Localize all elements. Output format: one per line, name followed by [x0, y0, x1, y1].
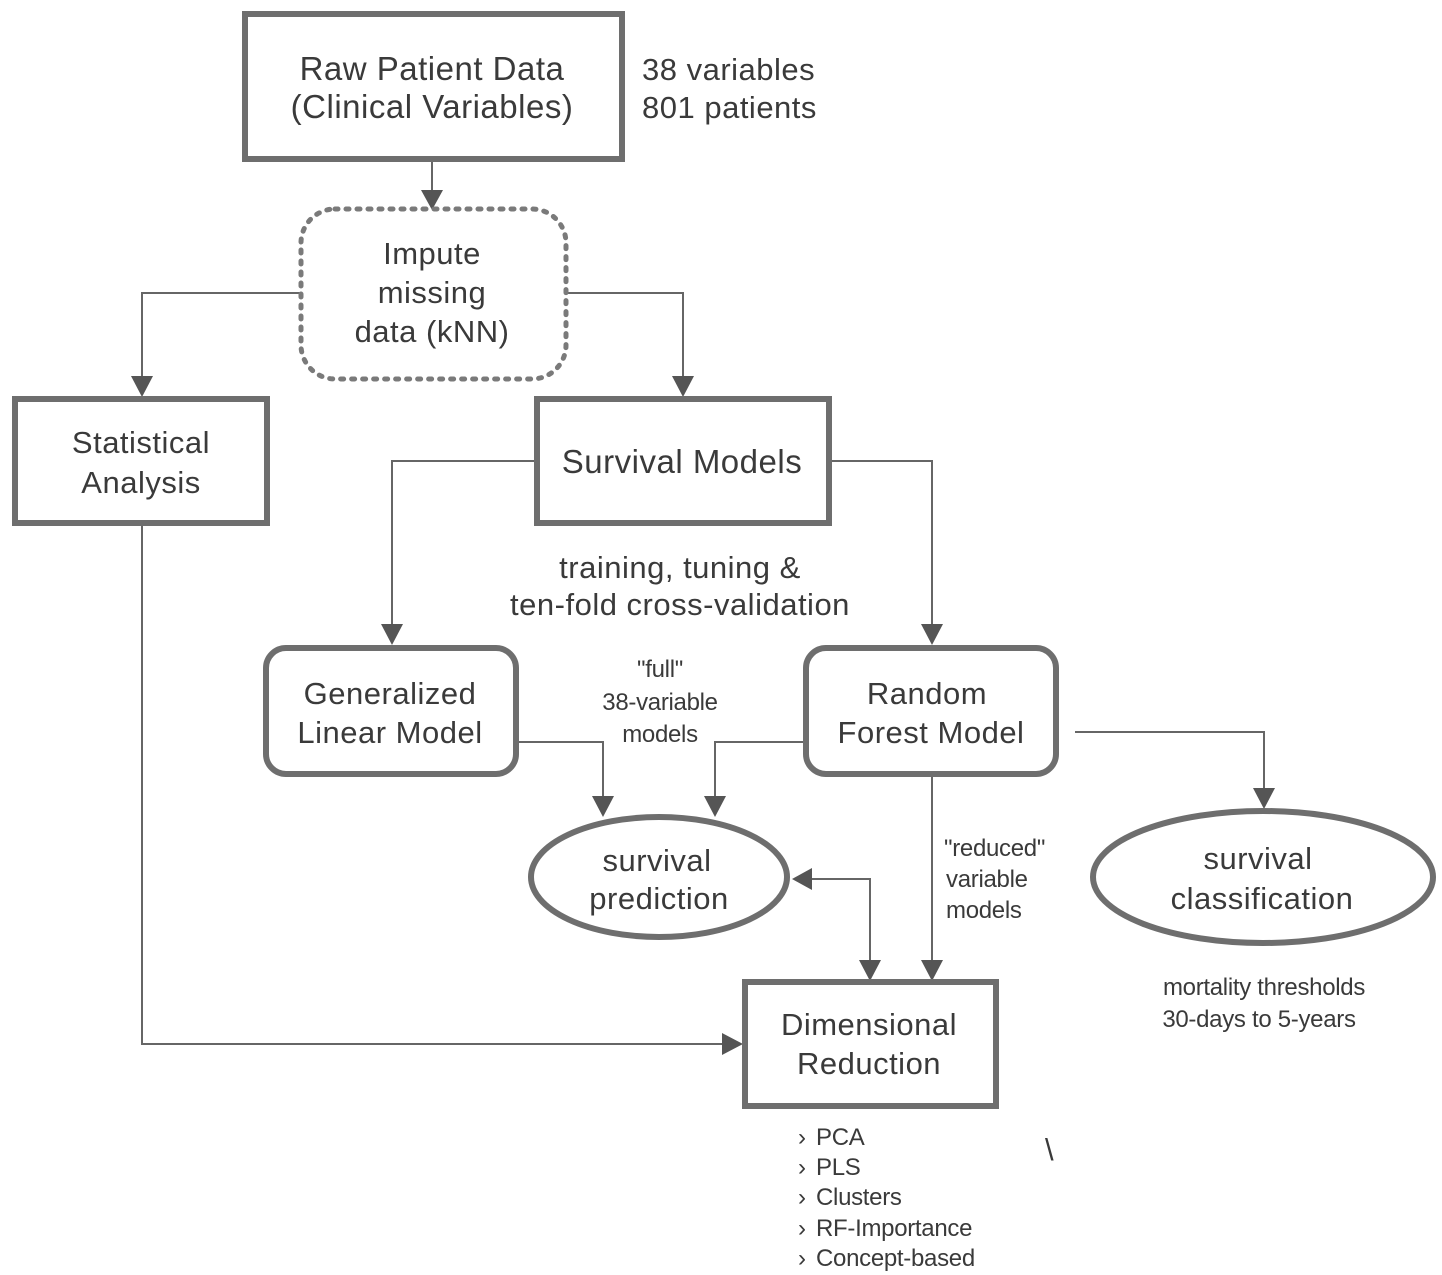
method-bullet: ›: [798, 1154, 806, 1181]
arrowhead-glm-to-prediction: [592, 796, 614, 817]
statistical-box: [12, 396, 270, 526]
connectors: [131, 160, 1275, 1055]
rf-line1: Random: [867, 676, 987, 711]
arrowhead-survival-to-glm: [381, 624, 403, 645]
connector-impute-to-statistical: [141, 292, 300, 378]
connector-glm-to-prediction: [516, 741, 604, 798]
impute-box: [298, 206, 569, 382]
node-survival-prediction: survival prediction: [528, 814, 790, 940]
variables-count: 38 variables: [642, 52, 815, 87]
method-item: Clusters: [816, 1184, 902, 1211]
node-impute-missing-data: Impute missing data (kNN): [298, 206, 569, 382]
method-item: PLS: [816, 1154, 860, 1181]
impute-line2: missing: [378, 275, 487, 310]
node-survival-models: Survival Models: [534, 396, 832, 526]
survival-prediction-ellipse: [528, 814, 790, 940]
full-note-line1: "full": [637, 656, 683, 683]
dimensional-line1: Dimensional: [781, 1007, 957, 1042]
dimensional-box: [742, 979, 999, 1109]
arrowhead-rf-to-dimensional: [921, 960, 943, 981]
mortality-note-line2: 30-days to 5-years: [1162, 1006, 1356, 1033]
raw-data-line1: Raw Patient Data: [300, 50, 565, 87]
node-raw-patient-data: Raw Patient Data (Clinical Variables): [242, 11, 625, 162]
arrowhead-to-prediction: [792, 868, 812, 890]
reduced-note-line2: variable: [946, 866, 1028, 893]
arrowhead-to-dimensional: [859, 960, 881, 981]
reduced-note-line3: models: [946, 897, 1022, 924]
survival-classification-ellipse: [1090, 808, 1436, 946]
glm-line2: Linear Model: [297, 715, 482, 750]
method-bullet: ›: [798, 1184, 806, 1211]
node-generalized-linear-model: Generalized Linear Model: [263, 645, 519, 777]
rf-line2: Forest Model: [838, 715, 1025, 750]
connector-rf-to-classification: [1075, 731, 1265, 790]
arrowhead-rf-to-classification: [1253, 788, 1275, 809]
arrowhead-raw-to-impute: [421, 190, 443, 210]
arrowhead-rf-to-prediction: [704, 796, 726, 817]
connector-dimensional-prediction: [810, 878, 871, 962]
node-dimensional-reduction: Dimensional Reduction: [742, 979, 999, 1109]
survival-classification-line1: survival: [1203, 841, 1312, 876]
training-line1: training, tuning &: [559, 550, 801, 585]
mortality-note-line1: mortality thresholds: [1163, 974, 1365, 1001]
impute-line1: Impute: [383, 236, 481, 271]
survival-models-box: [534, 396, 832, 526]
reduced-note-line1: "reduced": [944, 835, 1045, 862]
reduction-methods-list: › PCA › PLS › Clusters › RF-Importance ›…: [798, 1124, 975, 1272]
arrowhead-impute-to-survival: [672, 376, 694, 397]
connector-statistical-to-dimensional: [141, 525, 724, 1045]
impute-line3: data (kNN): [355, 314, 510, 349]
connector-impute-to-survival: [566, 292, 684, 378]
connector-survival-to-glm: [391, 460, 537, 626]
training-line2: ten-fold cross-validation: [510, 587, 850, 622]
reduced-models-note: "reduced" variable models: [944, 835, 1045, 924]
dimensional-line2: Reduction: [797, 1046, 941, 1081]
method-item: RF-Importance: [816, 1215, 972, 1242]
survival-models-label: Survival Models: [562, 443, 802, 480]
glm-box: [263, 645, 519, 777]
method-bullet: ›: [798, 1215, 806, 1242]
mortality-note: mortality thresholds 30-days to 5-years: [1162, 974, 1365, 1033]
patients-count: 801 patients: [642, 90, 817, 125]
arrowhead-impute-to-statistical: [131, 376, 153, 397]
node-survival-classification: survival classification: [1090, 808, 1436, 946]
survival-prediction-line2: prediction: [589, 881, 728, 916]
raw-data-line2: (Clinical Variables): [291, 88, 574, 125]
arrowhead-statistical-to-dimensional: [722, 1033, 743, 1055]
raw-data-note: 38 variables 801 patients: [642, 52, 817, 125]
full-note-line3: models: [622, 721, 698, 748]
method-item: PCA: [816, 1124, 865, 1151]
raw-data-box: [242, 11, 625, 162]
method-bullet: ›: [798, 1245, 806, 1272]
survival-classification-line2: classification: [1171, 881, 1354, 916]
statistical-line1: Statistical: [72, 425, 210, 460]
full-models-note: "full" 38-variable models: [602, 656, 718, 748]
connector-rf-to-prediction: [714, 741, 806, 798]
glm-line1: Generalized: [304, 676, 477, 711]
node-statistical-analysis: Statistical Analysis: [12, 396, 270, 526]
rf-box: [803, 645, 1059, 777]
training-note: training, tuning & ten-fold cross-valida…: [510, 550, 850, 622]
full-note-line2: 38-variable: [602, 689, 717, 716]
node-random-forest-model: Random Forest Model: [803, 645, 1059, 777]
stray-backslash-mark: \: [1045, 1132, 1054, 1167]
method-item: Concept-based: [816, 1245, 975, 1272]
survival-prediction-line1: survival: [602, 843, 711, 878]
method-bullet: ›: [798, 1124, 806, 1151]
connector-survival-to-rf: [829, 460, 933, 626]
statistical-line2: Analysis: [81, 465, 200, 500]
arrowhead-survival-to-rf: [921, 624, 943, 645]
